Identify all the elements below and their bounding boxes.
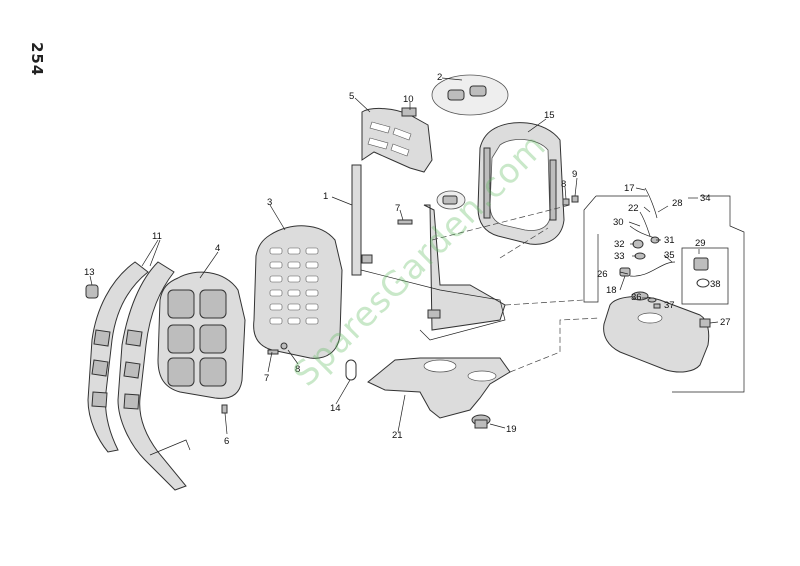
group-34-bracket-left bbox=[583, 195, 599, 303]
callout-18: 18 bbox=[606, 285, 617, 296]
callout-10: 10 bbox=[403, 94, 414, 105]
callout-13: 13 bbox=[84, 267, 95, 278]
fuel-pick-up-17 bbox=[644, 187, 658, 219]
leader-lines bbox=[89, 77, 719, 435]
callout-14: 14 bbox=[330, 403, 341, 414]
callout-21: 21 bbox=[392, 430, 403, 441]
back-plate bbox=[253, 225, 343, 359]
callout-34: 34 bbox=[700, 193, 711, 204]
washer-8 bbox=[280, 342, 288, 350]
hose-35 bbox=[629, 261, 676, 277]
callout-30: 30 bbox=[613, 217, 624, 228]
callout-38: 38 bbox=[710, 279, 721, 290]
group-29-box bbox=[681, 247, 729, 305]
callout-36: 36 bbox=[631, 292, 642, 303]
screw-6 bbox=[221, 404, 228, 414]
callout-9: 9 bbox=[572, 169, 577, 180]
callout-2: 2 bbox=[437, 72, 442, 83]
ring-14 bbox=[345, 359, 357, 381]
handle-grip bbox=[361, 107, 433, 173]
valve-32 bbox=[632, 239, 644, 249]
callout-22: 22 bbox=[628, 203, 639, 214]
callout-1: 1 bbox=[323, 191, 328, 202]
shoulder-strap-right bbox=[117, 261, 191, 491]
callout-4: 4 bbox=[215, 243, 220, 254]
fuel-tank bbox=[603, 296, 710, 373]
callout-5: 5 bbox=[349, 91, 354, 102]
group-34-bracket-right bbox=[672, 195, 745, 393]
line-22 bbox=[639, 211, 651, 237]
vent-valve bbox=[693, 257, 709, 271]
callout-labels: 1 2 3 4 5 6 7 7 8 8 9 10 11 13 14 15 17 … bbox=[84, 72, 731, 447]
foot-19 bbox=[471, 414, 491, 429]
bolt-8 bbox=[562, 198, 570, 206]
clip-37 bbox=[653, 303, 661, 309]
ring-33 bbox=[634, 252, 646, 260]
callout-8-upper: 8 bbox=[561, 179, 566, 190]
back-pad bbox=[157, 271, 246, 399]
callout-7-upper: 7 bbox=[395, 203, 400, 214]
screw-7-upper bbox=[397, 219, 413, 225]
callout-8-lower: 8 bbox=[295, 364, 300, 375]
guide-line-2 bbox=[504, 299, 585, 306]
spring-holder bbox=[436, 190, 466, 210]
o-ring-38 bbox=[696, 278, 710, 288]
callout-26: 26 bbox=[597, 269, 608, 280]
callout-28: 28 bbox=[672, 198, 683, 209]
grommet-36 bbox=[647, 297, 657, 303]
callout-19: 19 bbox=[506, 424, 517, 435]
callout-32: 32 bbox=[614, 239, 625, 250]
callout-35: 35 bbox=[664, 250, 675, 261]
filter-26 bbox=[619, 267, 631, 277]
spring-pair bbox=[431, 74, 509, 116]
screw-7-lower bbox=[267, 349, 279, 355]
base-plate bbox=[367, 357, 511, 419]
callout-29: 29 bbox=[695, 238, 706, 249]
callout-33: 33 bbox=[614, 251, 625, 262]
handle-clip bbox=[401, 107, 417, 117]
strap-buckle bbox=[85, 284, 99, 299]
callout-17: 17 bbox=[624, 183, 635, 194]
callout-3: 3 bbox=[267, 197, 272, 208]
guide-line-1 bbox=[431, 204, 571, 241]
callout-11: 11 bbox=[152, 231, 162, 242]
callout-31: 31 bbox=[664, 235, 675, 246]
callout-27: 27 bbox=[720, 317, 731, 328]
callout-7-lower: 7 bbox=[264, 373, 269, 384]
guide-line-4 bbox=[499, 227, 549, 259]
blower-guard bbox=[477, 122, 565, 245]
shoulder-strap-left bbox=[87, 261, 149, 453]
callout-37: 37 bbox=[664, 300, 675, 311]
guide-line-3 bbox=[509, 317, 601, 373]
callout-15: 15 bbox=[544, 110, 555, 121]
callout-6: 6 bbox=[224, 436, 229, 447]
bolt-9 bbox=[571, 195, 579, 203]
tank-fitting-27 bbox=[699, 318, 711, 328]
